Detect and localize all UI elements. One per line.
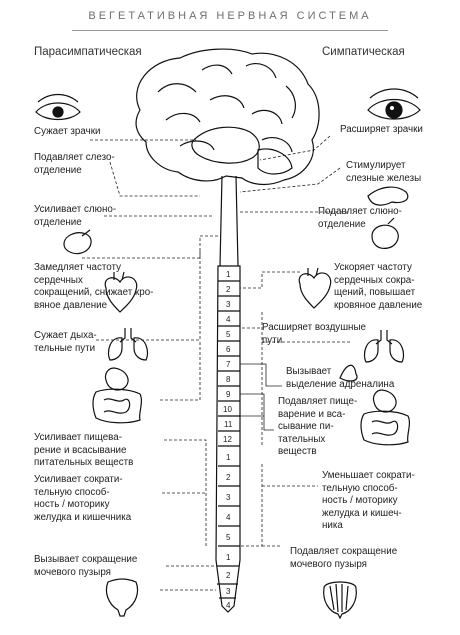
sacral-1: 1	[226, 553, 231, 562]
thoracic-8: 8	[226, 375, 231, 384]
heart-icon	[104, 271, 138, 313]
lumbar-5: 5	[226, 533, 231, 542]
thoracic-7: 7	[226, 360, 231, 369]
thoracic-1: 1	[226, 270, 231, 279]
stomach-intestine-icon	[92, 367, 143, 424]
symp-airways-label: Расширяет воздушные пути	[262, 322, 366, 346]
lungs-icon	[363, 330, 405, 363]
salivary-gland-icon	[63, 229, 92, 255]
para-tears-label: Подавляет слезо- отделение	[34, 152, 115, 176]
lumbar-4: 4	[226, 513, 231, 522]
adrenal-gland-icon	[339, 364, 358, 382]
symp-heart-label: Ускоряет частоту сердечных сокра- щений,…	[334, 262, 423, 311]
para-digestion-label: Усиливает пищева- рение и всасывание пит…	[34, 432, 134, 468]
brainstem-icon	[219, 175, 239, 267]
parasympathetic-heading: Парасимпатическая	[34, 46, 142, 58]
symp-digestion-label: Подавляет пище- варение и вса- сывание п…	[278, 396, 358, 457]
symp-bladder-label: Подавляет сокращение мочевого пузыря	[290, 546, 398, 570]
page-title: ВЕГЕТАТИВНАЯ НЕРВНАЯ СИСТЕМА	[88, 10, 372, 22]
symp-pupil-label: Расширяет зрачки	[340, 124, 423, 135]
symp-adrenaline-label: Вызывает выделение адреналина	[286, 366, 395, 390]
thoracic-4: 4	[226, 315, 231, 324]
title-divider	[72, 30, 388, 31]
lacrimal-gland-icon	[367, 186, 409, 206]
para-heart-label: Замедляет частоту сердечных сокращений, …	[34, 262, 154, 311]
lumbar-2: 2	[226, 473, 231, 482]
sacral-3: 3	[226, 587, 231, 596]
symp-tears-label: Стимулирует слезные железы	[346, 160, 422, 184]
para-saliva-label: Усиливает слюно- отделение	[34, 204, 117, 228]
thoracic-11: 11	[224, 420, 233, 429]
para-bladder-label: Вызывает сокращение мочевого пузыря	[34, 554, 138, 578]
eye-icon	[35, 93, 81, 121]
thoracic-12: 12	[223, 435, 232, 444]
thoracic-2: 2	[226, 285, 231, 294]
salivary-gland-icon	[371, 217, 399, 249]
para-airways-label: Сужает дыха- тельные пути	[34, 330, 97, 354]
thoracic-5: 5	[226, 330, 231, 339]
lungs-icon	[107, 328, 149, 361]
symp-saliva-label: Подавляет слюно- отделение	[318, 206, 402, 230]
stomach-intestine-icon	[360, 389, 411, 446]
lumbar-3: 3	[226, 493, 231, 502]
sympathetic-brackets	[240, 363, 282, 431]
bladder-icon	[323, 581, 357, 620]
heart-icon	[298, 267, 332, 309]
bladder-icon	[105, 578, 139, 617]
lumbar-1: 1	[226, 453, 231, 462]
thoracic-3: 3	[226, 300, 231, 309]
eye-icon	[367, 88, 421, 120]
spinal-segment-numbers: 1 2 3 4 5 6 7 8 9 10 11 12 1 2 3 4 5 1 2…	[223, 270, 233, 610]
thoracic-10: 10	[223, 405, 232, 414]
sacral-2: 2	[226, 571, 231, 580]
sympathetic-connectors	[239, 135, 350, 547]
brain-icon	[135, 48, 320, 186]
sacral-4: 4	[226, 601, 231, 610]
spinal-cord-icon	[215, 265, 241, 613]
thoracic-6: 6	[226, 345, 231, 354]
para-motility-label: Усиливает сократи- тельную способ- ность…	[34, 474, 132, 523]
symp-motility-label: Уменьшает сократи- тельную способ- ность…	[322, 470, 415, 531]
para-pupil-label: Сужает зрачки	[34, 126, 101, 137]
parasympathetic-connectors	[82, 139, 218, 591]
thoracic-9: 9	[226, 390, 231, 399]
sympathetic-heading: Симпатическая	[322, 46, 405, 58]
